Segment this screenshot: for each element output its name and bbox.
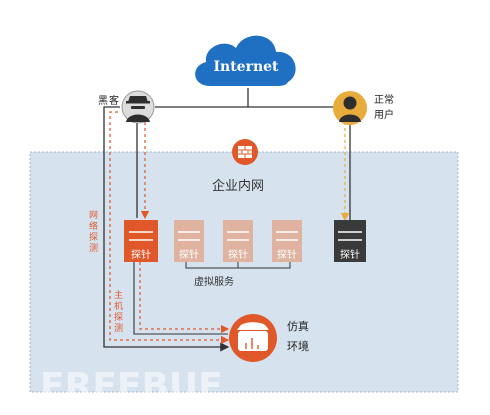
server-probe-normal: 探针 xyxy=(334,220,366,262)
zone-label: 企业内网 xyxy=(212,178,264,194)
user-label-line1: 正常 xyxy=(374,93,394,106)
server-label-3: 探针 xyxy=(228,248,248,261)
simulation-environment-icon xyxy=(229,314,277,362)
user-label-line2: 用户 xyxy=(374,108,394,121)
host-probe-char: 探 xyxy=(114,311,123,323)
sim-label-line2: 环境 xyxy=(287,339,309,353)
server-probe-virtual-3: 探针 xyxy=(272,220,302,262)
user-avatar xyxy=(333,91,367,125)
server-probe-active: 探针 xyxy=(124,220,158,262)
internet-cloud: Internet xyxy=(195,35,296,86)
server-label-4: 探针 xyxy=(277,248,297,261)
server-probe-virtual-1: 探针 xyxy=(174,220,204,262)
network-probe-char: 探 xyxy=(89,231,98,243)
sim-label-line1: 仿真 xyxy=(287,319,309,333)
server-probe-virtual-2: 探针 xyxy=(223,220,253,262)
server-label-1: 探针 xyxy=(131,248,151,261)
hacker-label-line1: 黑 xyxy=(98,95,108,107)
network-probe-path xyxy=(103,106,230,352)
network-probe-char: 网 xyxy=(89,210,98,221)
host-probe-char: 测 xyxy=(114,323,123,334)
host-probe-char: 主 xyxy=(114,289,123,301)
server-label-2: 探针 xyxy=(179,248,199,261)
host-probe-char: 机 xyxy=(114,300,123,312)
virtual-service-label: 虚拟服务 xyxy=(194,275,234,288)
virtual-service-bracket xyxy=(185,262,291,269)
hacker-avatar xyxy=(121,90,155,124)
network-probe-char: 测 xyxy=(89,243,98,254)
firewall-icon xyxy=(232,139,258,165)
internet-label: Internet xyxy=(213,59,279,75)
watermark: FREEBUF xyxy=(40,366,223,407)
network-probe-dashed xyxy=(109,111,230,345)
server-label-5: 探针 xyxy=(340,248,360,261)
host-probe-path xyxy=(139,262,230,334)
network-probe-char: 络 xyxy=(89,220,98,232)
hacker-label-line2: 客 xyxy=(109,94,119,107)
probe-to-sim-link xyxy=(133,262,228,335)
